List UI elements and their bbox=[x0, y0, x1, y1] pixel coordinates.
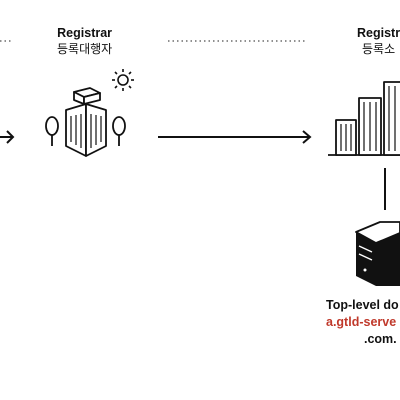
tld-server-label: Top-level do a.gtld-serve .com. bbox=[326, 297, 399, 348]
sun-icon bbox=[112, 69, 134, 91]
registrar-title: Registrar bbox=[57, 26, 113, 40]
tld-server-zone: .com. bbox=[364, 331, 397, 346]
registry-label: Registr 등록소 bbox=[357, 26, 400, 57]
tld-server-line1: Top-level do bbox=[326, 298, 399, 312]
registrar-label: Registrar 등록대행자 bbox=[57, 26, 112, 57]
registry-subtitle: 등록소 bbox=[362, 41, 396, 56]
tld-server-host: a.gtld-serve bbox=[326, 314, 397, 329]
server-icon bbox=[355, 221, 400, 286]
registry-city-icon bbox=[328, 81, 400, 156]
arrow-into-registrar bbox=[0, 130, 15, 144]
registrar-subtitle: 등록대행자 bbox=[57, 41, 113, 56]
registrar-building-icon bbox=[45, 87, 126, 157]
registry-title: Registr bbox=[357, 26, 400, 40]
arrow-registrar-to-registry bbox=[158, 130, 312, 144]
